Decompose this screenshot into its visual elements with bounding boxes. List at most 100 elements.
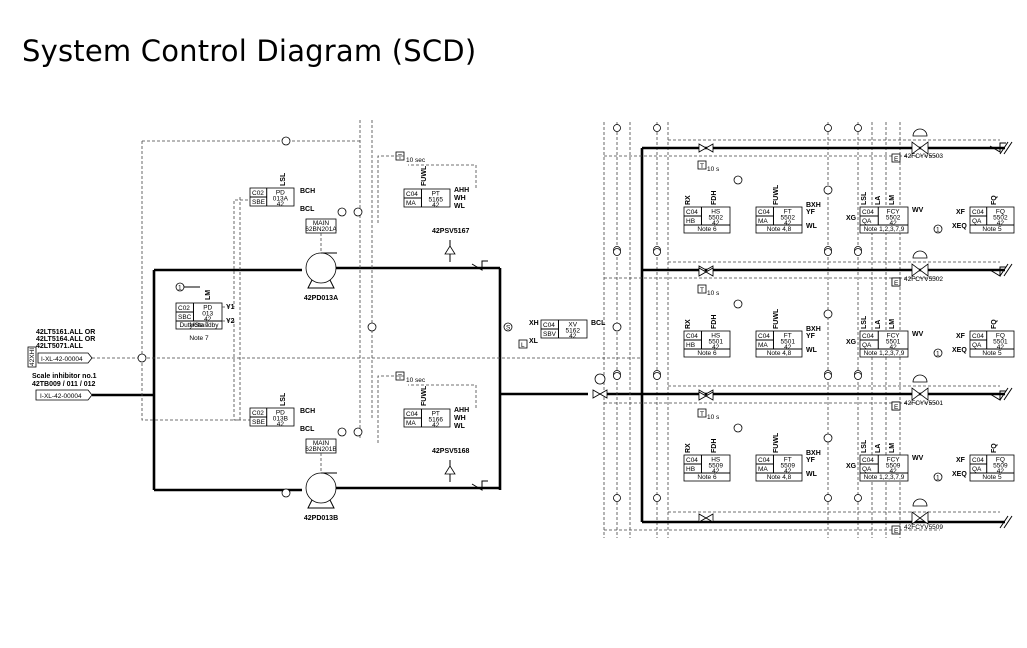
level-tag-2: 42LT5071.ALL bbox=[36, 343, 84, 350]
train-2-valve-actuator bbox=[912, 374, 928, 383]
branch-break-0 bbox=[1003, 141, 1013, 155]
train-3-fcy-loc: 42 bbox=[890, 468, 898, 475]
train-2-xf: XF bbox=[956, 333, 966, 340]
train-3-ft-fn: MA bbox=[758, 466, 768, 473]
train-1-fcy-fn: QA bbox=[862, 218, 872, 225]
train-1-fcy-box bbox=[859, 206, 909, 234]
train-3-hs-id: 5509 bbox=[709, 463, 724, 470]
train-1-hs-fn: HB bbox=[686, 218, 695, 225]
level-tag-0: 42LT5161.ALL OR bbox=[36, 329, 95, 336]
train-2-hs-code: C04 bbox=[686, 333, 698, 340]
junction-circle bbox=[137, 353, 147, 363]
branch-break-1 bbox=[999, 263, 1009, 277]
train-1-circle-label: 1 bbox=[936, 226, 940, 233]
train-1-hs-code: C04 bbox=[686, 209, 698, 216]
train-1-fq-id: 5502 bbox=[993, 215, 1008, 222]
train-3-e-box bbox=[891, 401, 901, 411]
pump-b-symbol-body bbox=[305, 472, 337, 504]
train-2-bus-circle-0-0 bbox=[613, 248, 621, 256]
level-tag-1: 42LT5164.ALL OR bbox=[36, 336, 95, 343]
train-3-xg: XG bbox=[846, 463, 857, 470]
train-2-ft-loc: 42 bbox=[784, 344, 792, 351]
pump-a-fuwl: FUWL bbox=[421, 165, 428, 186]
duty-y2-line bbox=[222, 320, 250, 421]
pump-b-name: 42PD013B bbox=[304, 515, 338, 522]
pump-a-controller-tag: PD bbox=[276, 190, 285, 197]
train-3-fcy-box bbox=[859, 454, 909, 482]
train-1-bus-circle-0-1 bbox=[653, 124, 661, 132]
pump-a-sig-circle bbox=[337, 207, 347, 217]
train-3-bus-circle-1-1 bbox=[653, 494, 661, 502]
train-2-hs-tag: HS bbox=[711, 333, 721, 340]
train-1-check bbox=[989, 142, 1006, 153]
pump-b-sig-circle-2 bbox=[353, 427, 363, 437]
side-tag: 42XHI bbox=[29, 348, 36, 366]
train-1-ft-code: C04 bbox=[758, 209, 770, 216]
train-3-bus-circle-0-0 bbox=[613, 372, 621, 380]
train-1-fq-tag: FQ bbox=[996, 209, 1005, 216]
pump-b-pt-fn: MA bbox=[406, 420, 416, 427]
pump-a-bcl: BCL bbox=[300, 206, 315, 213]
train-1-fcy-tag: FCY bbox=[887, 209, 901, 216]
train-3-bus-circle-0-2 bbox=[824, 372, 832, 380]
duty-controller-code: C02 bbox=[178, 305, 190, 312]
branch-break-3 bbox=[999, 515, 1009, 529]
xv-valve bbox=[592, 389, 608, 399]
train-1-ft-loc: 42 bbox=[784, 220, 792, 227]
train-3-fq-code: C04 bbox=[972, 457, 984, 464]
train-3-bus-circle-1-0 bbox=[613, 494, 621, 502]
train-2-fdh: FDH bbox=[711, 315, 718, 329]
train-2-fcy-loc: 42 bbox=[890, 344, 898, 351]
train-3-fcy-fn: QA bbox=[862, 466, 872, 473]
train-3-fcy-code: C04 bbox=[862, 457, 874, 464]
train-2-e: E bbox=[894, 280, 899, 287]
train-2-fcy-box bbox=[859, 330, 909, 358]
pump-b-lsl: LSL bbox=[280, 392, 287, 406]
xv-bcl: BCL bbox=[591, 320, 606, 327]
train-1-timer-box bbox=[697, 160, 707, 170]
train-2-fuwl: FUWL bbox=[773, 308, 780, 329]
xv-l: L bbox=[521, 342, 525, 349]
pump-b-pt-link bbox=[377, 375, 404, 445]
train-1-rx: RX bbox=[685, 195, 692, 205]
pump-a-controller-loc: 42 bbox=[277, 201, 285, 208]
train-1-lsl: LSL bbox=[861, 191, 868, 205]
train-3-fq-label: FQ bbox=[991, 443, 998, 453]
pump-b-pt-code: C04 bbox=[406, 411, 418, 418]
ref2-label: I-XL-42-00004 bbox=[40, 393, 82, 400]
pump-b-bcl: BCL bbox=[300, 426, 315, 433]
train-2-hs-fn: HB bbox=[686, 342, 695, 349]
scale-tags: 42TB009 / 011 / 012 bbox=[32, 381, 96, 388]
train-2-bxh: BXH bbox=[806, 326, 821, 333]
ref1-offpage bbox=[37, 352, 93, 364]
train-2-fq-label: FQ bbox=[991, 319, 998, 329]
train-2-ft-note: Note 4,8 bbox=[767, 350, 792, 357]
pump-b-pt-loc: 42 bbox=[432, 422, 440, 429]
train-2-sig-circle-2 bbox=[823, 309, 833, 319]
pump-a-pt-id: 5165 bbox=[429, 197, 444, 204]
train-0-control-valve bbox=[911, 141, 929, 155]
train-1-hs-tag: HS bbox=[711, 209, 721, 216]
train-2-timer-box bbox=[697, 284, 707, 294]
duty-controller-tag: PD bbox=[203, 305, 212, 312]
train-1-fdh: FDH bbox=[711, 191, 718, 205]
train-2-ft-fn: MA bbox=[758, 342, 768, 349]
train-3-hs-fn: HB bbox=[686, 466, 695, 473]
train-3-ft-tag: FT bbox=[784, 457, 792, 464]
train-1-fuwl: FUWL bbox=[773, 184, 780, 205]
train-1-ft-note: Note 4,8 bbox=[767, 226, 792, 233]
pump-b-alarm-link bbox=[408, 384, 477, 408]
train-3-bus-circle-0-3 bbox=[854, 372, 862, 380]
train-2-fq-loc: 42 bbox=[997, 344, 1005, 351]
pump-b-main-id: 62BN201B bbox=[305, 446, 336, 453]
pump-a-name: 42PD013A bbox=[304, 295, 338, 302]
train-3-fq-note: Note 5 bbox=[982, 474, 1002, 481]
train-3-gate-top bbox=[698, 391, 714, 401]
train-2-fcy-id: 5501 bbox=[886, 339, 901, 346]
train-1-wl: WL bbox=[806, 223, 818, 230]
pump-b-main: MAIN bbox=[313, 440, 330, 447]
pump-b-top-circle bbox=[281, 488, 291, 498]
duty-controller-note: Note 7 bbox=[189, 322, 209, 329]
train-1-control-valve bbox=[911, 263, 929, 277]
train-2-e-box bbox=[891, 277, 901, 287]
